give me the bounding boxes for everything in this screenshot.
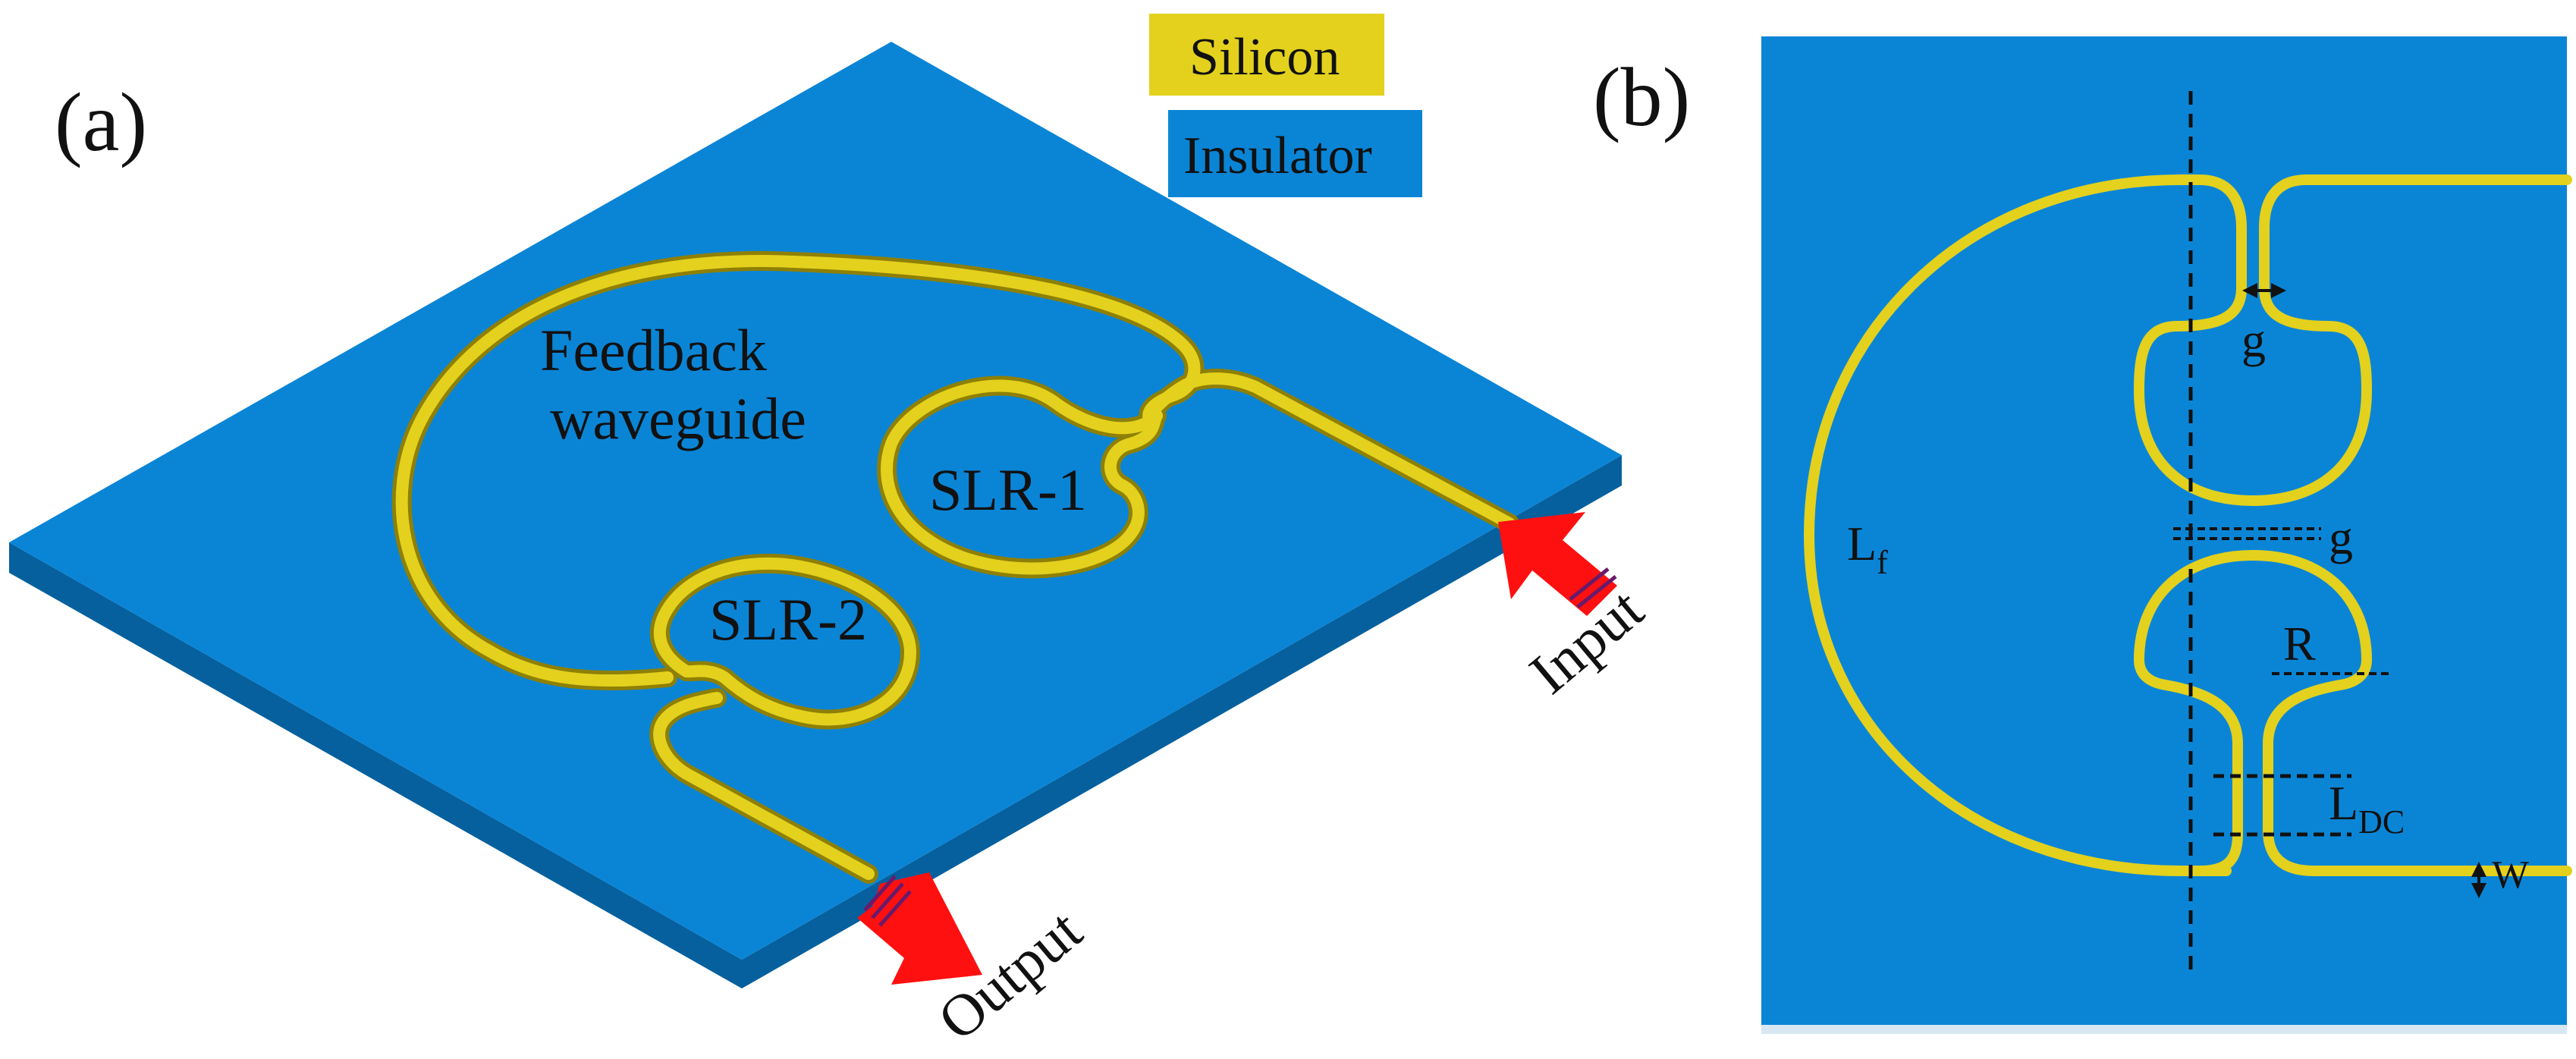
- insulator-slab-top: [9, 42, 1622, 960]
- input-arrow-icon: [1498, 512, 1617, 616]
- insulator-slab-side-right: [742, 455, 1622, 988]
- legend-insulator-swatch: [1168, 110, 1422, 197]
- slr1-label: SLR-1: [929, 457, 1087, 523]
- panel-b-substrate: [1761, 36, 2567, 1025]
- panel-b: (b) g g Lf R LDC W: [1593, 36, 2572, 1034]
- lf-label-sub: f: [1877, 544, 1888, 581]
- ldc-label-sub: DC: [2358, 803, 2405, 841]
- legend: Silicon Insulator: [1149, 14, 1422, 197]
- legend-silicon-swatch: [1149, 14, 1384, 96]
- feedback-label-line1: Feedback: [540, 317, 767, 383]
- output-arrow-icon: [857, 872, 982, 985]
- lf-label: Lf: [1847, 517, 1888, 581]
- width-label: W: [2492, 853, 2529, 897]
- slr2-label: SLR-2: [709, 586, 867, 652]
- lf-label-main: L: [1847, 517, 1877, 570]
- silicon-waveguides-top: [1804, 174, 2572, 876]
- panel-a-label: (a): [55, 76, 147, 168]
- gap-mid-label: g: [2329, 511, 2353, 564]
- legend-insulator-label: Insulator: [1183, 127, 1372, 185]
- panel-b-label: (b): [1593, 51, 1690, 143]
- ldc-label-main: L: [2329, 776, 2358, 830]
- feedback-label-line2: waveguide: [550, 385, 806, 451]
- insulator-slab-side: [9, 542, 742, 988]
- gap-top-label: g: [2241, 313, 2266, 367]
- legend-silicon-label: Silicon: [1189, 28, 1340, 86]
- panel-b-substrate-shadow: [1761, 1025, 2567, 1034]
- ldc-label: LDC: [2329, 776, 2405, 841]
- radius-label: R: [2283, 617, 2316, 671]
- silicon-waveguides-3d: [391, 251, 1519, 884]
